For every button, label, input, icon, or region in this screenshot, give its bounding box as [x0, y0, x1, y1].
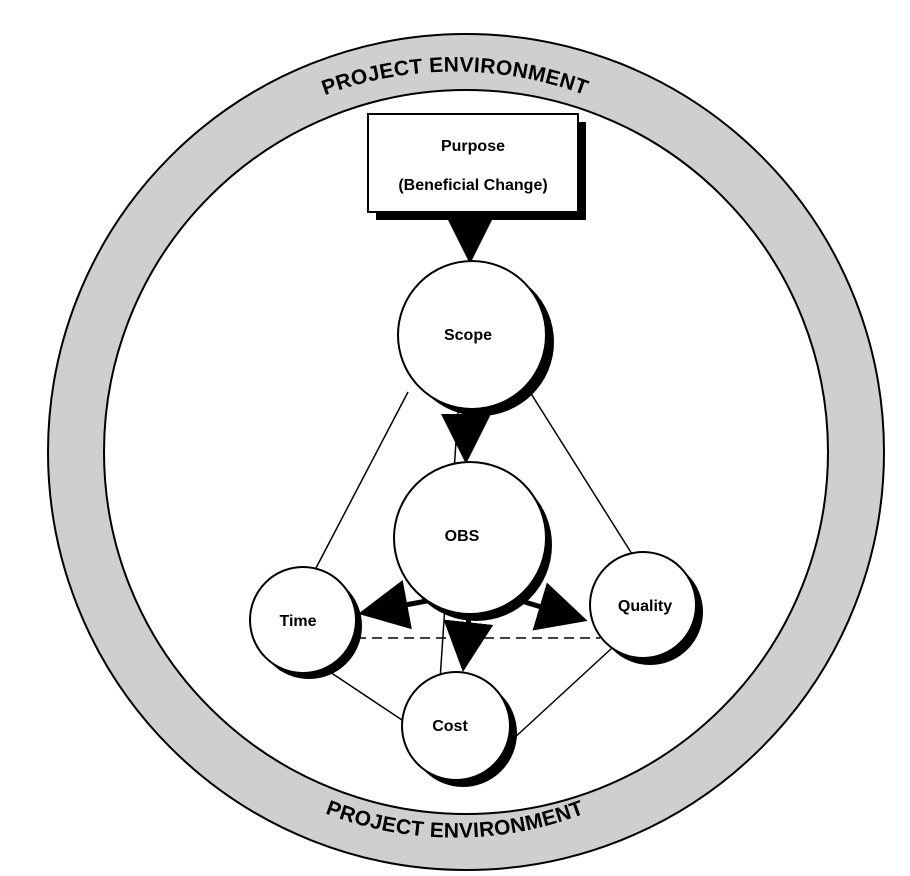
node-scope-label: Scope: [444, 327, 492, 344]
node-time-label: Time: [279, 613, 316, 630]
thick-arrows: [358, 214, 588, 672]
node-scope: Scope: [397, 260, 554, 416]
node-obs-label: OBS: [445, 528, 480, 545]
purpose-title: Purpose: [441, 138, 505, 155]
line-scope-quality: [529, 391, 633, 555]
arrow-obs-time: [358, 580, 433, 630]
node-time: Time: [249, 566, 362, 679]
purpose-subtitle: (Beneficial Change): [398, 177, 547, 194]
node-quality-circle: [589, 551, 697, 659]
purpose-box: Purpose (Beneficial Change): [367, 113, 586, 220]
node-obs: OBS: [393, 461, 552, 621]
line-scope-time: [315, 391, 409, 569]
node-cost-circle: [401, 671, 511, 781]
arrow-obs-cost: [443, 615, 494, 672]
node-obs-circle: [393, 461, 547, 615]
node-quality: Quality: [589, 551, 703, 665]
line-time-cost: [329, 671, 403, 721]
purpose-box-frame: [367, 113, 579, 213]
line-quality-cost: [511, 647, 613, 741]
node-time-circle: [249, 566, 357, 674]
arrow-obs-quality: [517, 582, 588, 631]
node-cost-label: Cost: [432, 718, 468, 735]
node-cost: Cost: [401, 671, 517, 787]
node-scope-circle: [397, 260, 547, 410]
node-quality-label: Quality: [618, 598, 672, 615]
